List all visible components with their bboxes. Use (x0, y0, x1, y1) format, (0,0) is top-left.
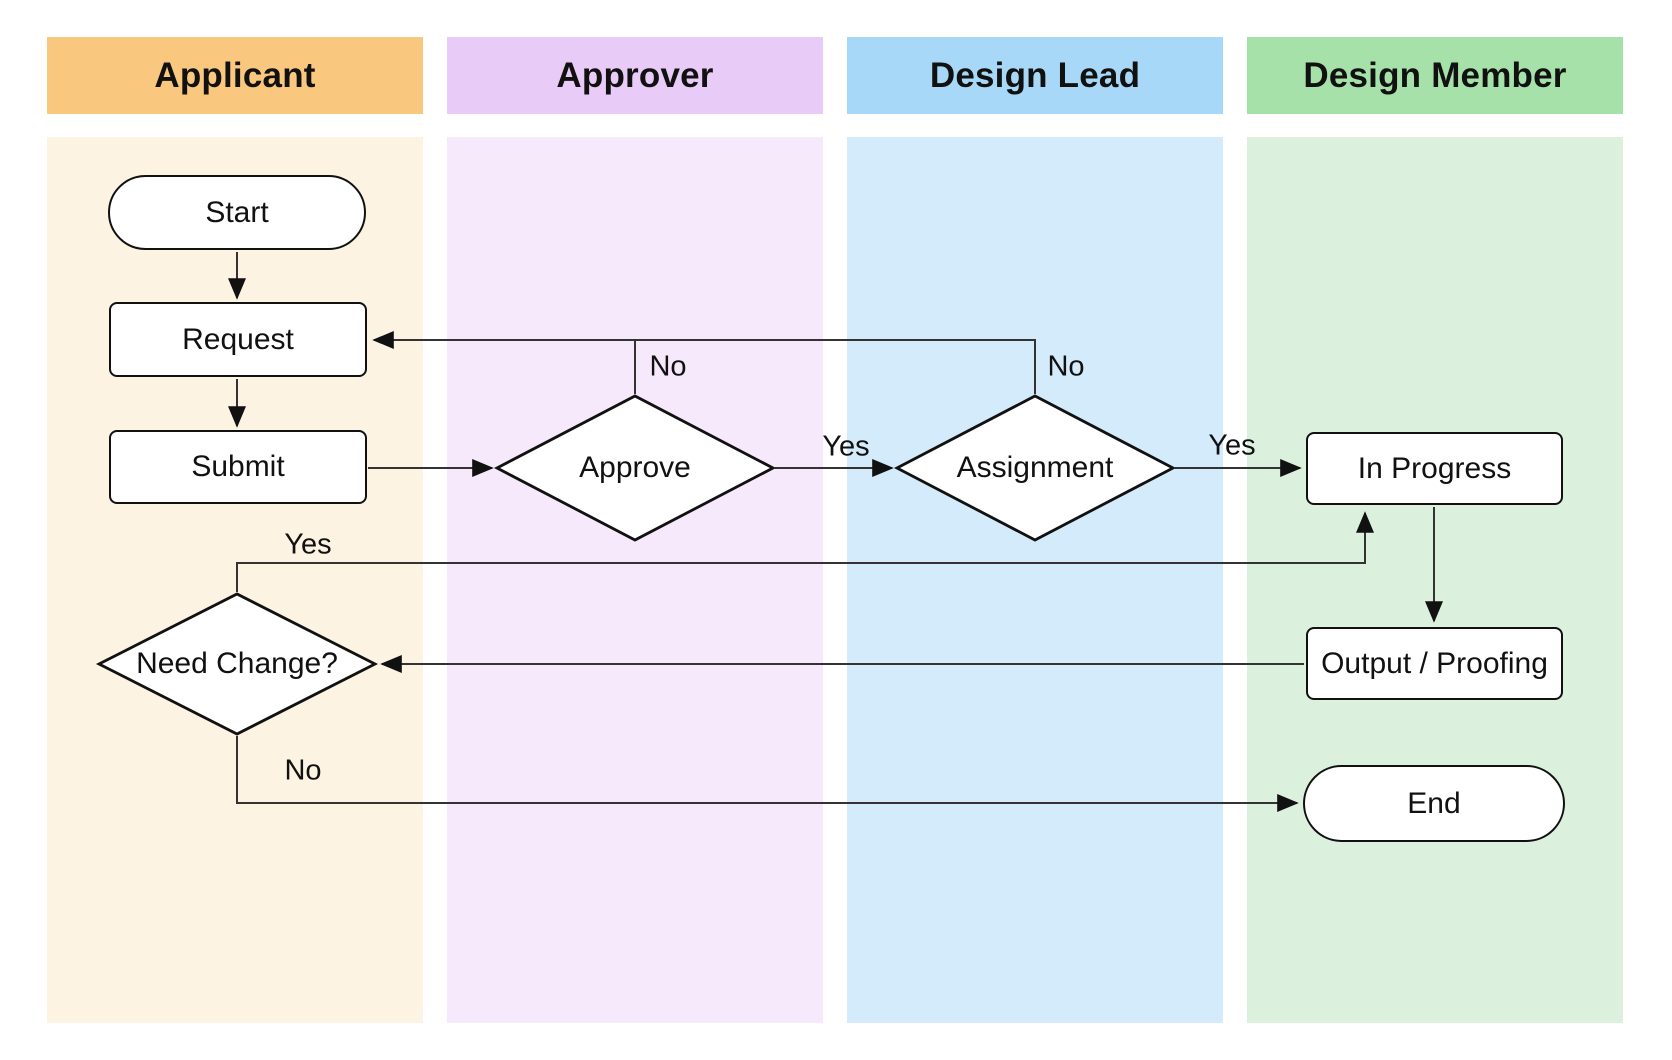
lane-header-design-member: Design Member (1247, 37, 1623, 114)
lane-body-approver (447, 137, 823, 1023)
node-output-proofing-label: Output / Proofing (1321, 646, 1548, 680)
node-request: Request (109, 302, 367, 377)
node-submit-label: Submit (191, 450, 285, 483)
node-start-label: Start (205, 195, 269, 229)
decision-need-change-shape (95, 592, 379, 736)
decision-assignment-shape (893, 394, 1177, 542)
edge-need-change-yes-to-in-progress (236, 511, 1374, 592)
edge-label-approve-no: No (649, 350, 687, 383)
lane-header-design-lead: Design Lead (847, 37, 1223, 114)
edge-label-assignment-yes: Yes (1208, 429, 1256, 462)
node-end-label: End (1407, 786, 1461, 820)
edge-label-need-change-no: No (284, 754, 322, 787)
edge-assignment-no-to-request (372, 331, 1036, 394)
node-start: Start (108, 175, 366, 250)
node-need-change-label: Need Change? (136, 647, 338, 680)
lane-header-approver-label: Approver (556, 55, 714, 95)
lane-header-design-lead-label: Design Lead (929, 55, 1141, 95)
edge-label-assignment-no: No (1047, 350, 1085, 383)
edge-label-approve-yes: Yes (822, 430, 870, 463)
lane-header-design-member-label: Design Member (1303, 55, 1567, 95)
lane-header-applicant: Applicant (47, 37, 423, 114)
edge-label-need-change-yes: Yes (284, 528, 332, 561)
edge-need-change-no-to-end (236, 736, 1299, 812)
node-output-proofing: Output / Proofing (1306, 627, 1563, 700)
lane-body-design-lead (847, 137, 1223, 1023)
node-in-progress: In Progress (1306, 432, 1563, 505)
lane-header-applicant-label: Applicant (154, 55, 316, 95)
lane-header-approver: Approver (447, 37, 823, 114)
node-approve-label: Approve (579, 451, 691, 484)
node-assignment-label: Assignment (956, 451, 1114, 484)
node-end: End (1303, 765, 1565, 842)
node-request-label: Request (182, 322, 294, 356)
node-submit: Submit (109, 430, 367, 504)
decision-approve-shape (493, 394, 777, 542)
node-in-progress-label: In Progress (1357, 451, 1512, 485)
